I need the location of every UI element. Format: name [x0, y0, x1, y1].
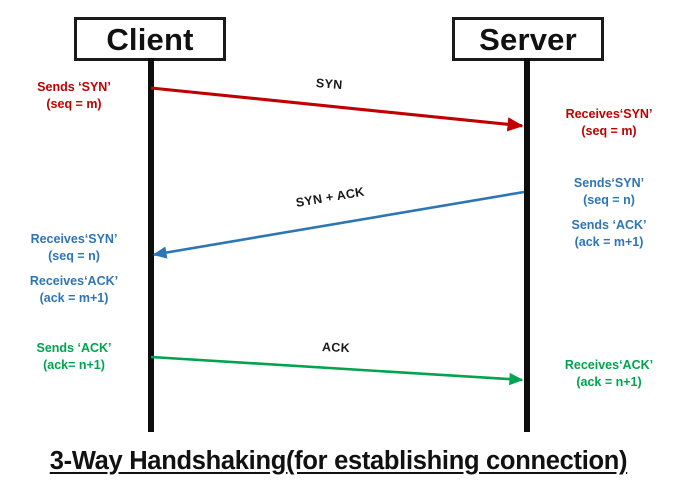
server-node-label: Server [479, 21, 577, 57]
diagram-caption: 3-Way Handshaking(for establishing conne… [49, 447, 628, 475]
server-annotation-receives-ack: Receives‘ACK’ (ack = n+1) [544, 357, 674, 391]
message-arrow-ack [150, 355, 524, 386]
annotation-line-2: (ack = n+1) [576, 375, 642, 389]
annotation-line-2: (ack = m+1) [39, 291, 109, 305]
annotation-line-1: Sends ‘SYN’ [37, 80, 111, 94]
server-annotation-sends-syn: Sends‘SYN’ (seq = n) [544, 175, 674, 209]
flow-label-syn-ack: SYN + ACK [294, 184, 366, 210]
message-arrow-syn [150, 86, 524, 132]
server-node-box: Server [452, 17, 604, 61]
client-annotation-receives-syn: Receives‘SYN’ (seq = n) [6, 231, 142, 265]
client-annotation-sends-syn: Sends ‘SYN’ (seq = m) [6, 79, 142, 113]
flow-label-ack: ACK [321, 340, 351, 356]
server-annotation-sends-ack: Sends ‘ACK’ (ack = m+1) [544, 217, 674, 251]
annotation-line-1: Sends ‘ACK’ [36, 341, 112, 355]
annotation-line-1: Sends ‘ACK’ [571, 218, 647, 232]
annotation-line-1: Receives‘SYN’ [30, 232, 118, 246]
flow-label-syn: SYN [315, 76, 344, 93]
server-annotation-receives-syn: Receives‘SYN’ (seq = m) [544, 106, 674, 140]
client-lifeline [148, 58, 154, 432]
annotation-line-1: Sends‘SYN’ [573, 176, 645, 190]
annotation-line-1: Receives‘SYN’ [565, 107, 653, 121]
server-lifeline [524, 58, 530, 432]
annotation-line-2: (seq = m) [581, 124, 637, 138]
client-annotation-sends-ack: Sends ‘ACK’ (ack= n+1) [6, 340, 142, 374]
client-annotation-receives-ack: Receives‘ACK’ (ack = m+1) [6, 273, 142, 307]
annotation-line-2: (ack = m+1) [574, 235, 644, 249]
annotation-line-2: (seq = n) [583, 193, 635, 207]
client-node-box: Client [74, 17, 226, 61]
client-node-label: Client [106, 21, 194, 57]
annotation-line-2: (seq = n) [48, 249, 100, 263]
annotation-line-2: (seq = m) [46, 97, 102, 111]
annotation-line-2: (ack= n+1) [43, 358, 105, 372]
annotation-line-1: Receives‘ACK’ [29, 274, 119, 288]
annotation-line-1: Receives‘ACK’ [564, 358, 654, 372]
